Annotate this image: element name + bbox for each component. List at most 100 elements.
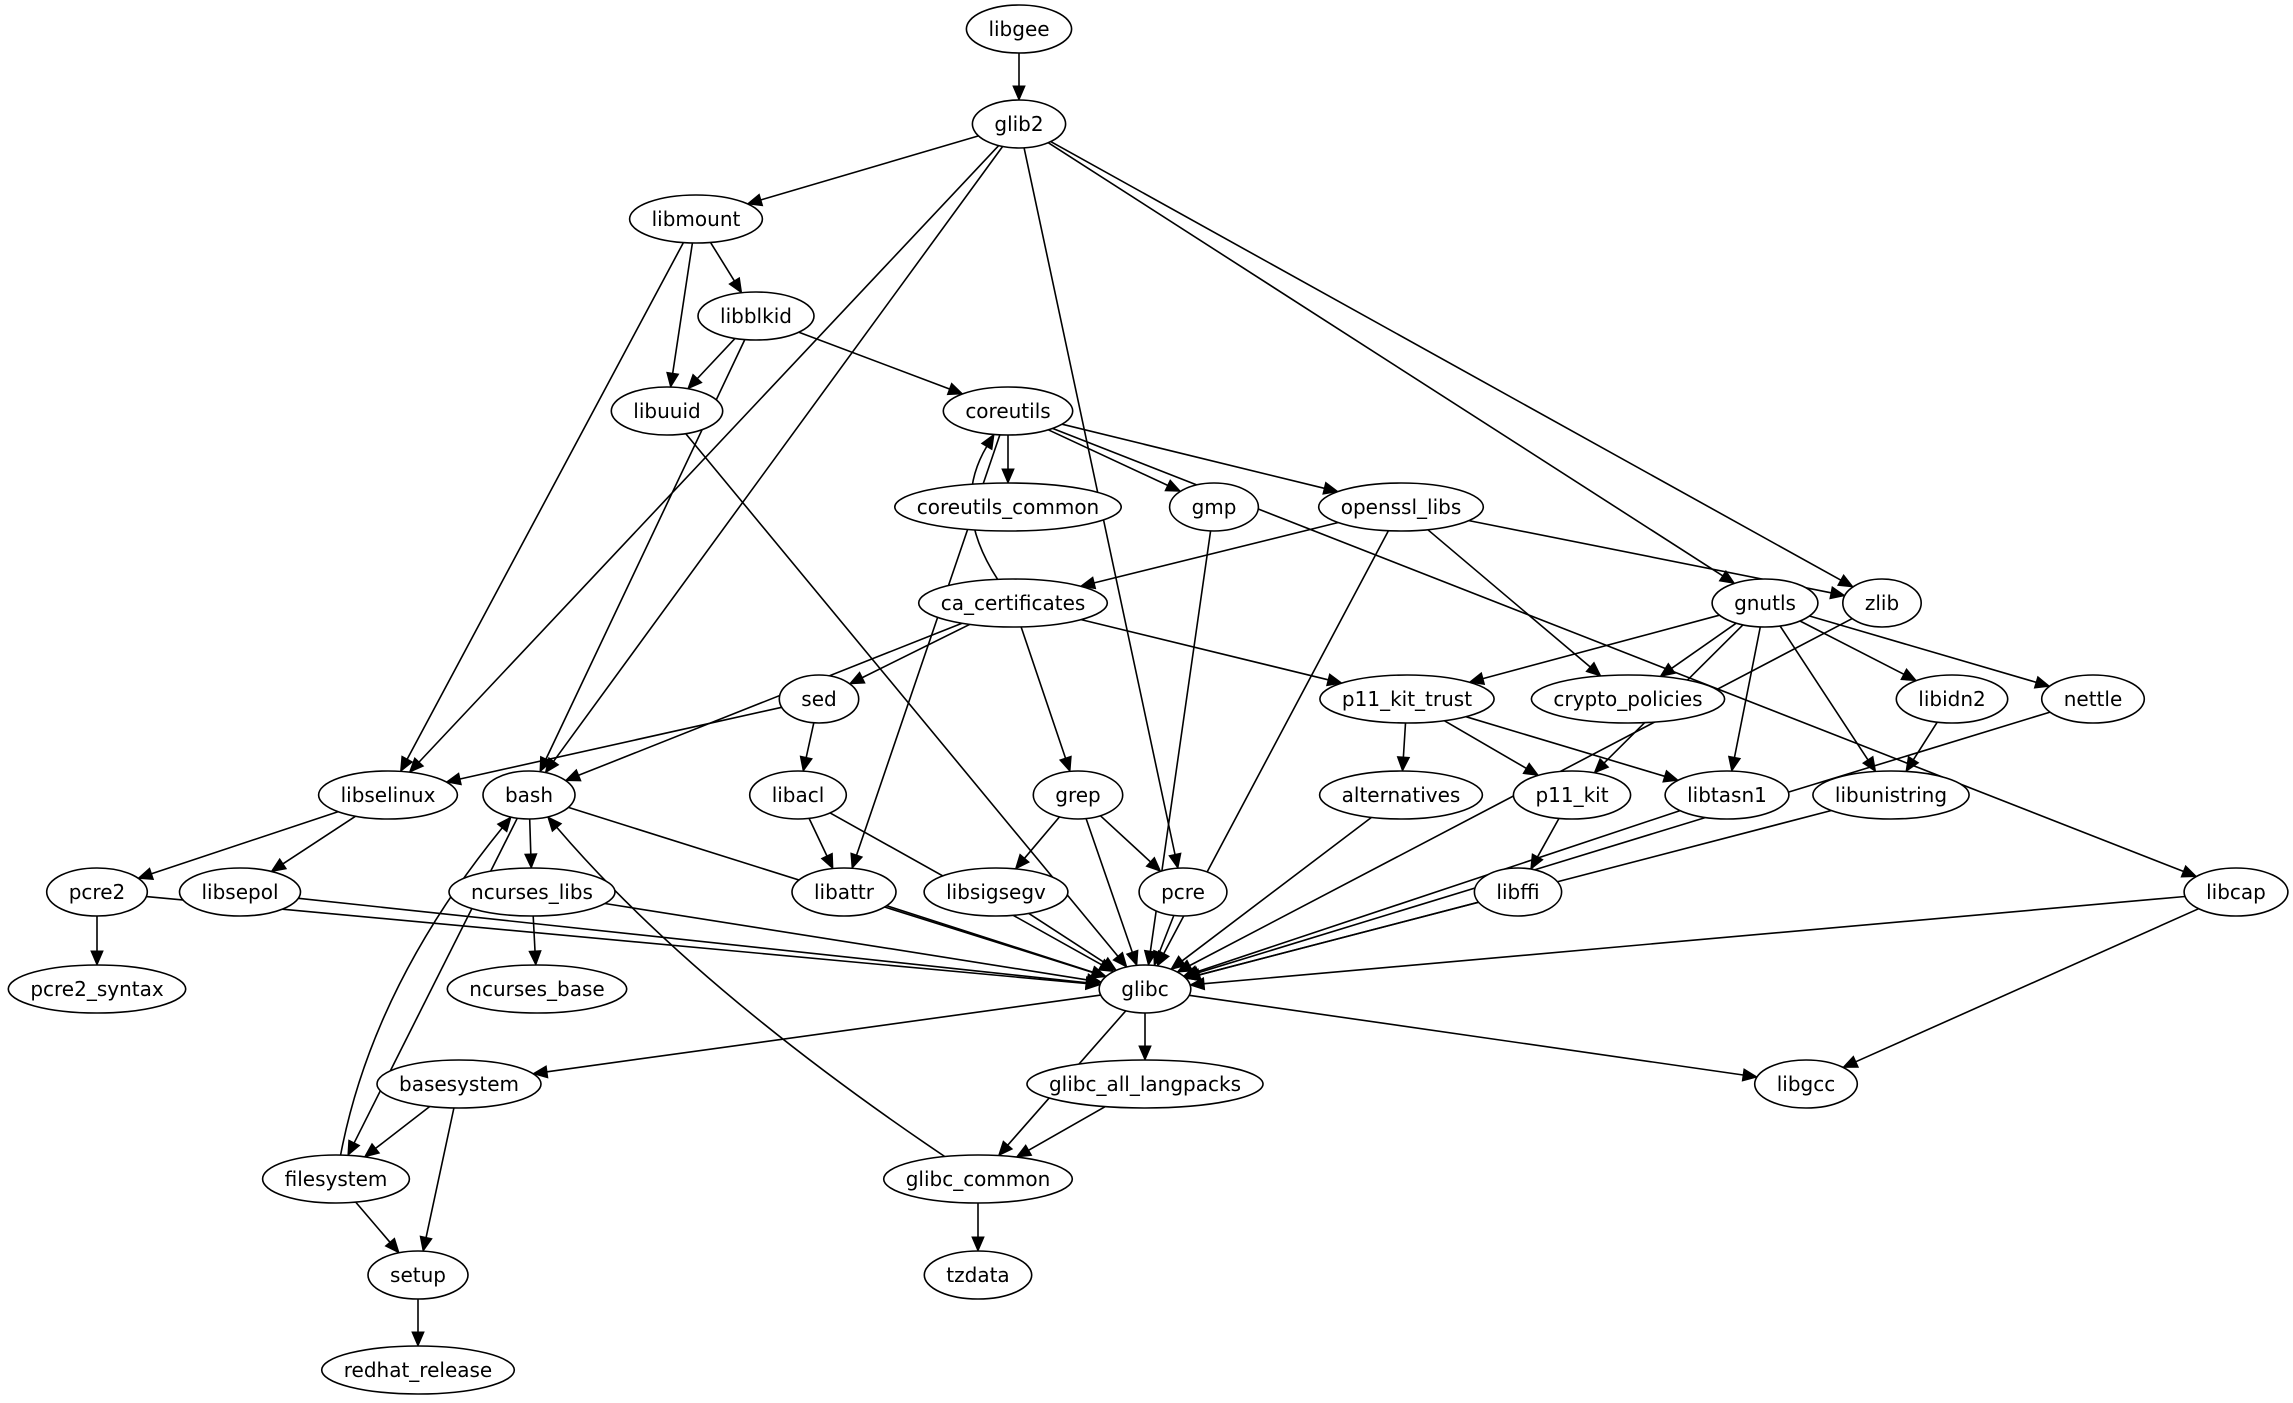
node-nettle[interactable]: nettle bbox=[2040, 674, 2146, 724]
node-gnutls[interactable]: gnutls bbox=[1711, 578, 1819, 628]
node-bash[interactable]: bash bbox=[482, 770, 576, 820]
node-tzdata[interactable]: tzdata bbox=[923, 1250, 1033, 1300]
node-libgcc[interactable]: libgcc bbox=[1753, 1059, 1859, 1109]
arrowhead-icon bbox=[799, 755, 813, 773]
edge-line bbox=[1085, 818, 1134, 953]
edge-basesystem-to-setup bbox=[419, 1107, 455, 1253]
arrowhead-icon bbox=[1322, 481, 1340, 495]
arrowhead-icon bbox=[1905, 755, 1920, 773]
node-libblkid[interactable]: libblkid bbox=[697, 291, 815, 341]
node-glibc_all_langpacks[interactable]: glibc_all_langpacks bbox=[1026, 1059, 1264, 1109]
node-libmount[interactable]: libmount bbox=[628, 194, 764, 244]
node-grep[interactable]: grep bbox=[1032, 770, 1124, 820]
node-label: libcap bbox=[2206, 880, 2266, 904]
edge-nettle-to-glibc bbox=[1183, 711, 2051, 980]
edge-libacl-to-libattr bbox=[808, 818, 834, 870]
edge-filesystem-to-bash bbox=[339, 816, 512, 1156]
arrowhead-icon bbox=[347, 1139, 361, 1157]
node-ellipse bbox=[45, 867, 149, 917]
node-libffi[interactable]: libffi bbox=[1473, 867, 1563, 917]
node-label: libtasn1 bbox=[1687, 783, 1767, 807]
edge-line bbox=[1099, 815, 1151, 863]
edge-libselinux-to-libsepol bbox=[270, 815, 357, 873]
node-pcre2_syntax[interactable]: pcre2_syntax bbox=[7, 964, 187, 1014]
edge-line bbox=[578, 622, 963, 777]
node-zlib[interactable]: zlib bbox=[1842, 578, 1923, 628]
edge-glibc_all_langpacks-to-glibc_common bbox=[1015, 1105, 1106, 1158]
edge-line bbox=[805, 722, 815, 758]
node-openssl_libs[interactable]: openssl_libs bbox=[1317, 482, 1485, 532]
arrowhead-icon bbox=[408, 757, 425, 774]
node-libselinux[interactable]: libselinux bbox=[317, 770, 459, 820]
node-libgee[interactable]: libgee bbox=[965, 4, 1073, 54]
node-libacl[interactable]: libacl bbox=[748, 770, 848, 820]
edge-setup-to-redhat_release bbox=[411, 1299, 425, 1348]
edge-pcre2-to-pcre2_syntax bbox=[90, 915, 104, 967]
edge-glib2-to-bash bbox=[544, 146, 1004, 774]
node-libunistring[interactable]: libunistring bbox=[1812, 770, 1970, 820]
node-gmp[interactable]: gmp bbox=[1168, 482, 1260, 532]
edge-ca_certificates-to-p11_kit_trust bbox=[1080, 618, 1344, 687]
node-ellipse bbox=[482, 770, 576, 820]
node-pcre2[interactable]: pcre2 bbox=[45, 867, 149, 917]
node-setup[interactable]: setup bbox=[367, 1250, 469, 1300]
node-ellipse bbox=[882, 1154, 1074, 1204]
node-label: bash bbox=[505, 783, 553, 807]
node-ncurses_libs[interactable]: ncurses_libs bbox=[448, 867, 616, 917]
node-ellipse bbox=[697, 291, 815, 341]
arrowhead-icon bbox=[1058, 755, 1072, 773]
node-libtasn1[interactable]: libtasn1 bbox=[1664, 770, 1790, 820]
arrowhead-icon bbox=[1326, 673, 1344, 687]
node-label: libunistring bbox=[1835, 783, 1947, 807]
node-coreutils_common[interactable]: coreutils_common bbox=[893, 482, 1122, 532]
node-label: glibc bbox=[1121, 977, 1169, 1001]
arrowhead-icon bbox=[2033, 675, 2051, 689]
node-redhat_release[interactable]: redhat_release bbox=[320, 1345, 516, 1395]
node-ellipse bbox=[261, 1154, 411, 1204]
node-ellipse bbox=[1812, 770, 1970, 820]
node-pcre[interactable]: pcre bbox=[1138, 867, 1228, 917]
node-filesystem[interactable]: filesystem bbox=[261, 1154, 411, 1204]
node-ellipse bbox=[1032, 770, 1124, 820]
node-libidn2[interactable]: libidn2 bbox=[1895, 674, 2009, 724]
node-libsigsegv[interactable]: libsigsegv bbox=[923, 867, 1069, 917]
node-p11_kit_trust[interactable]: p11_kit_trust bbox=[1319, 674, 1495, 724]
nodes-layer: libgee glib2 libmount libblkid libuuid coreut… bbox=[7, 4, 2289, 1395]
node-glib2[interactable]: glib2 bbox=[971, 99, 1067, 149]
arrowhead-icon bbox=[524, 853, 538, 870]
node-glibc[interactable]: glibc bbox=[1098, 964, 1192, 1014]
edge-glib2-to-libselinux bbox=[408, 145, 1000, 774]
edge-line bbox=[1671, 622, 1737, 669]
edge-libblkid-to-coreutils bbox=[798, 331, 964, 396]
node-libcap[interactable]: libcap bbox=[2183, 867, 2289, 917]
node-ellipse bbox=[1098, 964, 1192, 1014]
edge-line bbox=[1061, 423, 1325, 490]
arrowhead-icon bbox=[1727, 755, 1742, 773]
node-label: tzdata bbox=[946, 1263, 1009, 1287]
edge-libselinux-to-pcre2 bbox=[136, 810, 339, 881]
node-libattr[interactable]: libattr bbox=[791, 867, 897, 917]
node-label: libacl bbox=[772, 783, 825, 807]
arrowhead-icon bbox=[746, 193, 764, 207]
node-libsepol[interactable]: libsepol bbox=[178, 867, 302, 917]
node-ca_certificates[interactable]: ca_certificates bbox=[917, 578, 1109, 628]
node-label: glibc_all_langpacks bbox=[1049, 1072, 1241, 1096]
edge-line bbox=[1427, 529, 1591, 668]
node-coreutils[interactable]: coreutils bbox=[942, 386, 1074, 436]
node-ellipse bbox=[893, 482, 1122, 532]
node-ellipse bbox=[1318, 770, 1484, 820]
arrowhead-icon bbox=[687, 373, 703, 390]
edge-bash-to-filesystem bbox=[347, 817, 519, 1157]
node-alternatives[interactable]: alternatives bbox=[1318, 770, 1484, 820]
arrowhead-icon bbox=[546, 815, 563, 833]
node-ncurses_base[interactable]: ncurses_base bbox=[446, 964, 628, 1014]
node-basesystem[interactable]: basesystem bbox=[376, 1059, 542, 1109]
node-sed[interactable]: sed bbox=[778, 674, 860, 724]
node-p11_kit[interactable]: p11_kit bbox=[1512, 770, 1632, 820]
node-libuuid[interactable]: libuuid bbox=[610, 386, 724, 436]
node-glibc_common[interactable]: glibc_common bbox=[882, 1154, 1074, 1204]
node-crypto_policies[interactable]: crypto_policies bbox=[1530, 674, 1726, 724]
arrowhead-icon bbox=[400, 755, 414, 773]
node-ellipse bbox=[1842, 578, 1923, 628]
